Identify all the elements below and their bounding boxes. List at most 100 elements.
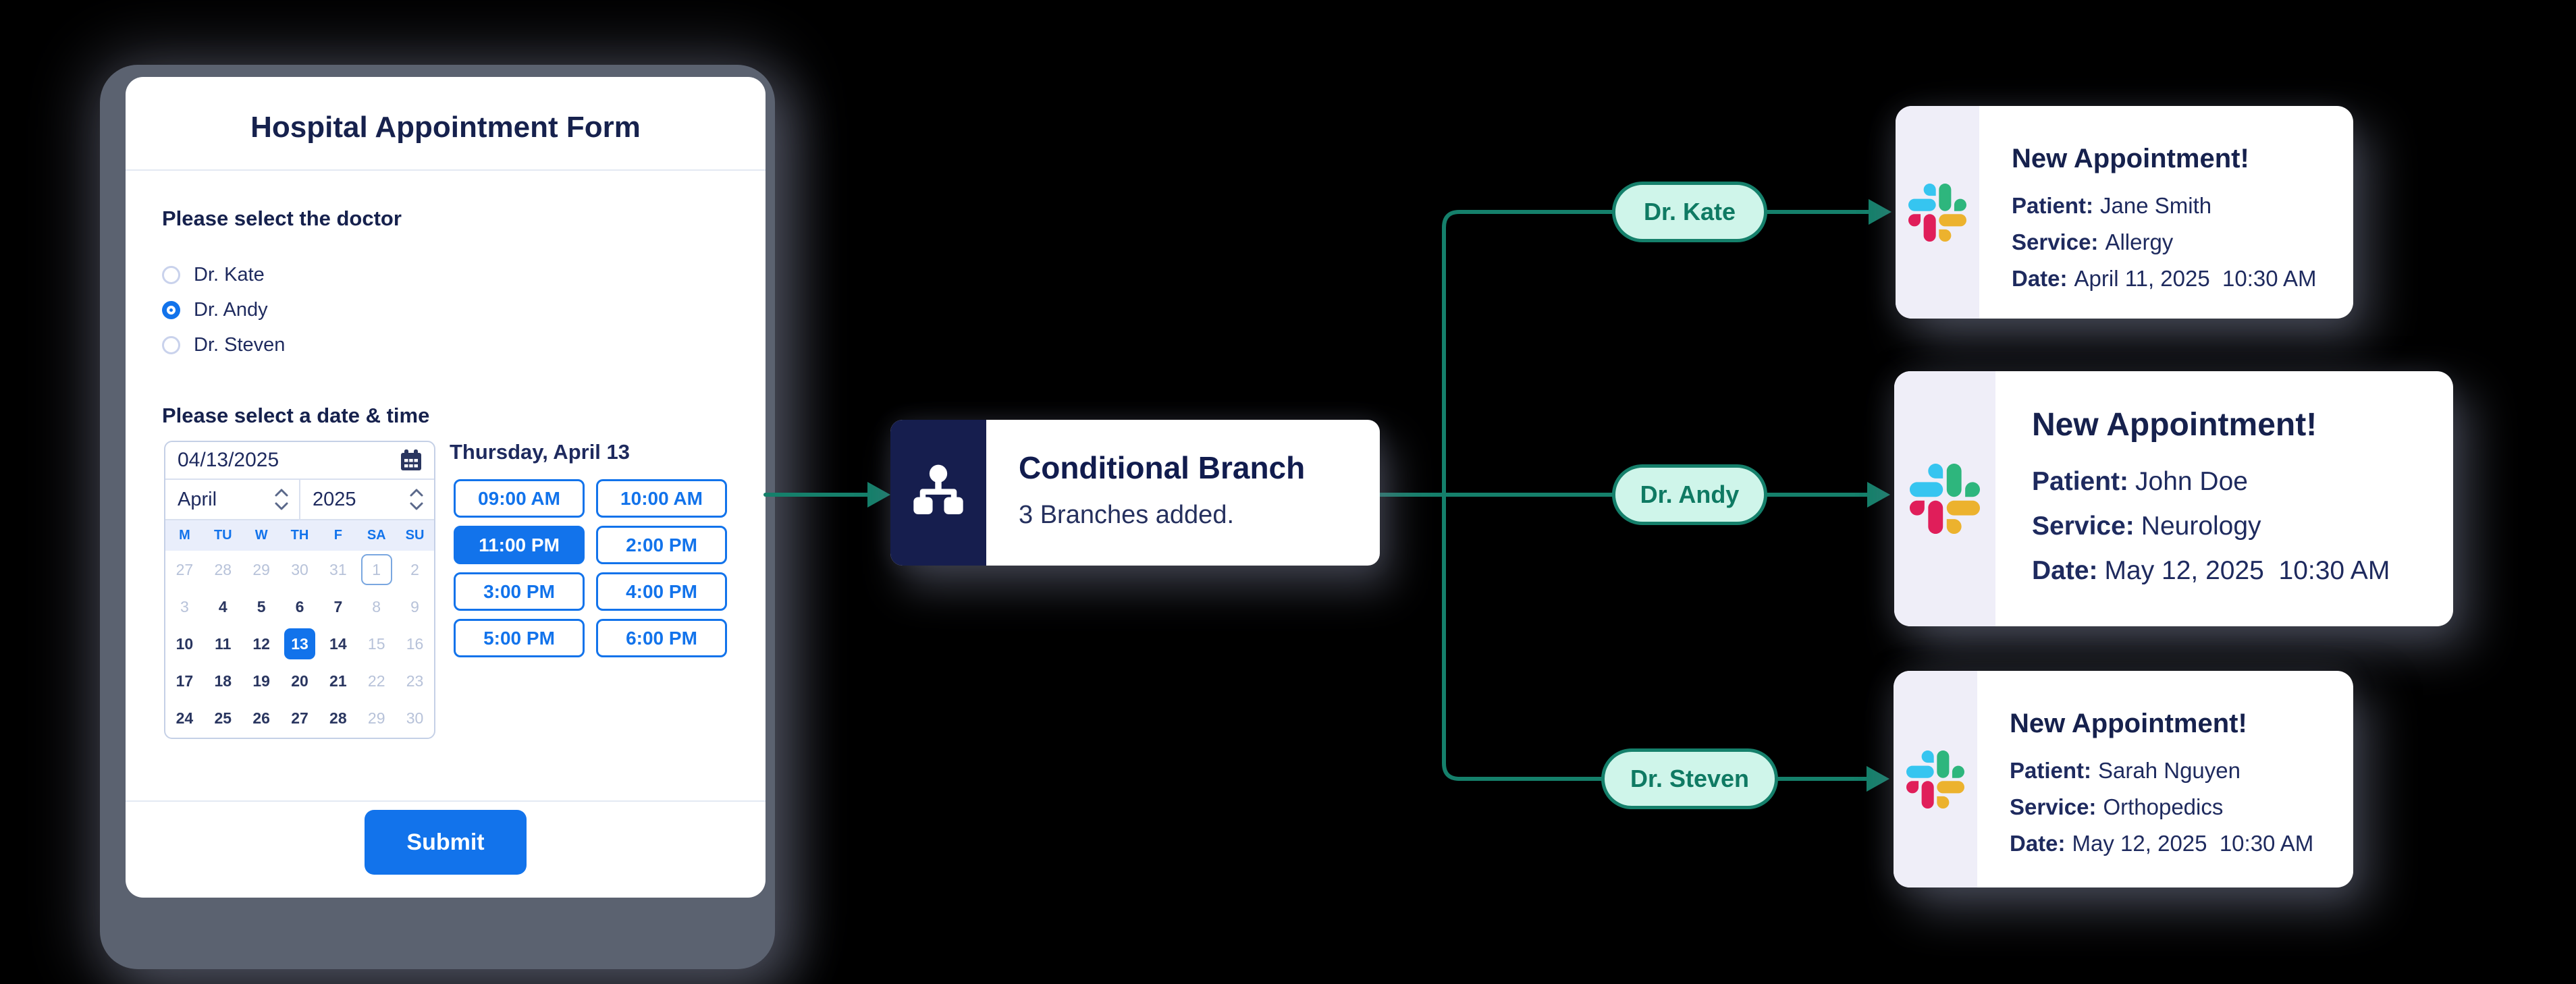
connector-node-to-kate xyxy=(1442,210,1871,497)
app-icon-strip xyxy=(1894,671,1977,887)
arrow-right-icon xyxy=(1867,766,1889,792)
year-select[interactable]: 2025 xyxy=(300,480,434,519)
time-slot-200pm[interactable]: 2:00 PM xyxy=(596,526,727,564)
time-slot-400pm[interactable]: 4:00 PM xyxy=(596,572,727,611)
calendar-day[interactable]: 6 xyxy=(295,597,304,616)
notification-field: Patient:John Doe xyxy=(2032,467,2248,496)
calendar-day[interactable]: 31 xyxy=(329,560,347,578)
app-icon-strip xyxy=(1896,106,1979,319)
radio-button-icon[interactable] xyxy=(162,265,180,284)
calendar-day[interactable]: 14 xyxy=(329,634,347,653)
calendar-day[interactable]: 22 xyxy=(367,672,385,690)
conditional-branch-node[interactable]: Conditional Branch 3 Branches added. xyxy=(890,420,1380,566)
notification-field: Date:May 12, 2025 10:30 AM xyxy=(2010,831,2314,856)
calendar-day-selected[interactable]: 13 xyxy=(284,628,315,659)
calendar-day[interactable]: 1 xyxy=(360,553,392,585)
calendar-day[interactable]: 19 xyxy=(252,672,270,690)
slack-notification-card: New Appointment! Patient:Jane Smith Serv… xyxy=(1896,106,2353,319)
time-slot-grid: 09:00 AM 10:00 AM 11:00 PM 2:00 PM 3:00 … xyxy=(454,479,727,657)
doctor-section-label: Please select the doctor xyxy=(162,207,402,230)
slack-icon xyxy=(1910,464,1980,534)
radio-label: Dr. Andy xyxy=(194,298,268,321)
date-input[interactable]: 04/13/2025 xyxy=(165,442,434,480)
notification-body: New Appointment! Patient:John Doe Servic… xyxy=(1995,371,2390,626)
month-year-row: April 2025 xyxy=(165,480,434,520)
weekday: F xyxy=(333,528,342,543)
time-slot-300pm[interactable]: 3:00 PM xyxy=(454,572,585,611)
footer-divider xyxy=(126,800,766,802)
chevron-up-down-icon[interactable] xyxy=(408,487,425,512)
calendar-day[interactable]: 17 xyxy=(176,672,194,690)
calendar-day[interactable]: 30 xyxy=(291,560,308,578)
calendar-day[interactable]: 24 xyxy=(176,709,194,727)
time-slot-600pm[interactable]: 6:00 PM xyxy=(596,619,727,657)
arrow-right-icon xyxy=(867,482,890,508)
calendar-day[interactable]: 10 xyxy=(176,634,194,653)
calendar-day[interactable]: 15 xyxy=(367,634,385,653)
calendar-day[interactable]: 28 xyxy=(214,560,232,578)
calendar-day[interactable]: 25 xyxy=(214,709,232,727)
notification-title: New Appointment! xyxy=(2012,144,2249,173)
branch-pill-dr-steven[interactable]: Dr. Steven xyxy=(1601,748,1778,809)
time-slot-0900am[interactable]: 09:00 AM xyxy=(454,479,585,518)
calendar-day[interactable]: 5 xyxy=(257,597,266,616)
branch-pill-dr-kate[interactable]: Dr. Kate xyxy=(1612,182,1767,242)
notification-field: Service:Orthopedics xyxy=(2010,794,2224,819)
month-value: April xyxy=(178,488,217,510)
calendar-day[interactable]: 11 xyxy=(215,634,232,653)
calendar-day[interactable]: 2 xyxy=(410,560,419,578)
radio-button-icon[interactable] xyxy=(162,335,180,354)
radio-option-dr-kate[interactable]: Dr. Kate xyxy=(162,263,265,286)
calendar-day[interactable]: 29 xyxy=(367,709,385,727)
app-icon-strip xyxy=(1894,371,1995,626)
calendar-day[interactable]: 12 xyxy=(252,634,270,653)
calendar-day[interactable]: 8 xyxy=(372,597,381,616)
node-title: Conditional Branch xyxy=(1019,450,1306,485)
node-subtitle: 3 Branches added. xyxy=(1019,501,1235,529)
node-text: Conditional Branch 3 Branches added. xyxy=(986,420,1305,566)
calendar-day[interactable]: 9 xyxy=(410,597,419,616)
notification-title: New Appointment! xyxy=(2010,709,2247,738)
calendar-day[interactable]: 4 xyxy=(218,597,227,616)
month-select[interactable]: April xyxy=(165,480,300,519)
submit-button[interactable]: Submit xyxy=(365,810,527,875)
weekday: M xyxy=(179,528,190,543)
radio-option-dr-andy[interactable]: Dr. Andy xyxy=(162,298,268,321)
notification-field: Date:April 11, 2025 10:30 AM xyxy=(2012,266,2317,291)
calendar-day[interactable]: 26 xyxy=(252,709,270,727)
chevron-up-down-icon[interactable] xyxy=(273,487,290,512)
calendar-day[interactable]: 23 xyxy=(406,672,424,690)
calendar-icon[interactable] xyxy=(399,448,423,472)
calendar-day[interactable]: 16 xyxy=(406,634,424,653)
calendar-day[interactable]: 20 xyxy=(291,672,308,690)
calendar-day[interactable]: 3 xyxy=(180,597,189,616)
time-slot-1000am[interactable]: 10:00 AM xyxy=(596,479,727,518)
time-slot-1100pm-selected[interactable]: 11:00 PM xyxy=(454,526,585,564)
weekday-header: M TU W TH F SA SU xyxy=(165,520,434,551)
calendar-day[interactable]: 27 xyxy=(291,709,308,727)
notification-body: New Appointment! Patient:Jane Smith Serv… xyxy=(1979,106,2317,319)
calendar-day[interactable]: 30 xyxy=(406,709,424,727)
hospital-appointment-form: Hospital Appointment Form Please select … xyxy=(126,77,766,898)
arrow-right-icon xyxy=(1867,482,1890,508)
branch-pill-dr-andy[interactable]: Dr. Andy xyxy=(1612,464,1767,525)
calendar-day[interactable]: 7 xyxy=(333,597,343,616)
calendar-day[interactable]: 29 xyxy=(252,560,270,578)
calendar-day[interactable]: 28 xyxy=(329,709,347,727)
arrow-right-icon xyxy=(1869,199,1891,225)
calendar-day[interactable]: 21 xyxy=(329,672,347,690)
notification-field: Date:May 12, 2025 10:30 AM xyxy=(2032,556,2390,585)
notification-field: Service:Neurology xyxy=(2032,512,2261,541)
radio-button-icon[interactable] xyxy=(162,300,180,319)
calendar-day[interactable]: 27 xyxy=(176,560,194,578)
datetime-section-label: Please select a date & time xyxy=(162,404,430,427)
calendar-day[interactable]: 18 xyxy=(214,672,232,690)
date-picker: 04/13/2025 April xyxy=(164,441,435,739)
connector-node-to-steven xyxy=(1442,493,1871,781)
time-slot-500pm[interactable]: 5:00 PM xyxy=(454,619,585,657)
radio-option-dr-steven[interactable]: Dr. Steven xyxy=(162,333,285,356)
notification-body: New Appointment! Patient:Sarah Nguyen Se… xyxy=(1977,671,2313,887)
org-chart-icon xyxy=(913,464,963,514)
selected-day-label: Thursday, April 13 xyxy=(450,440,630,464)
